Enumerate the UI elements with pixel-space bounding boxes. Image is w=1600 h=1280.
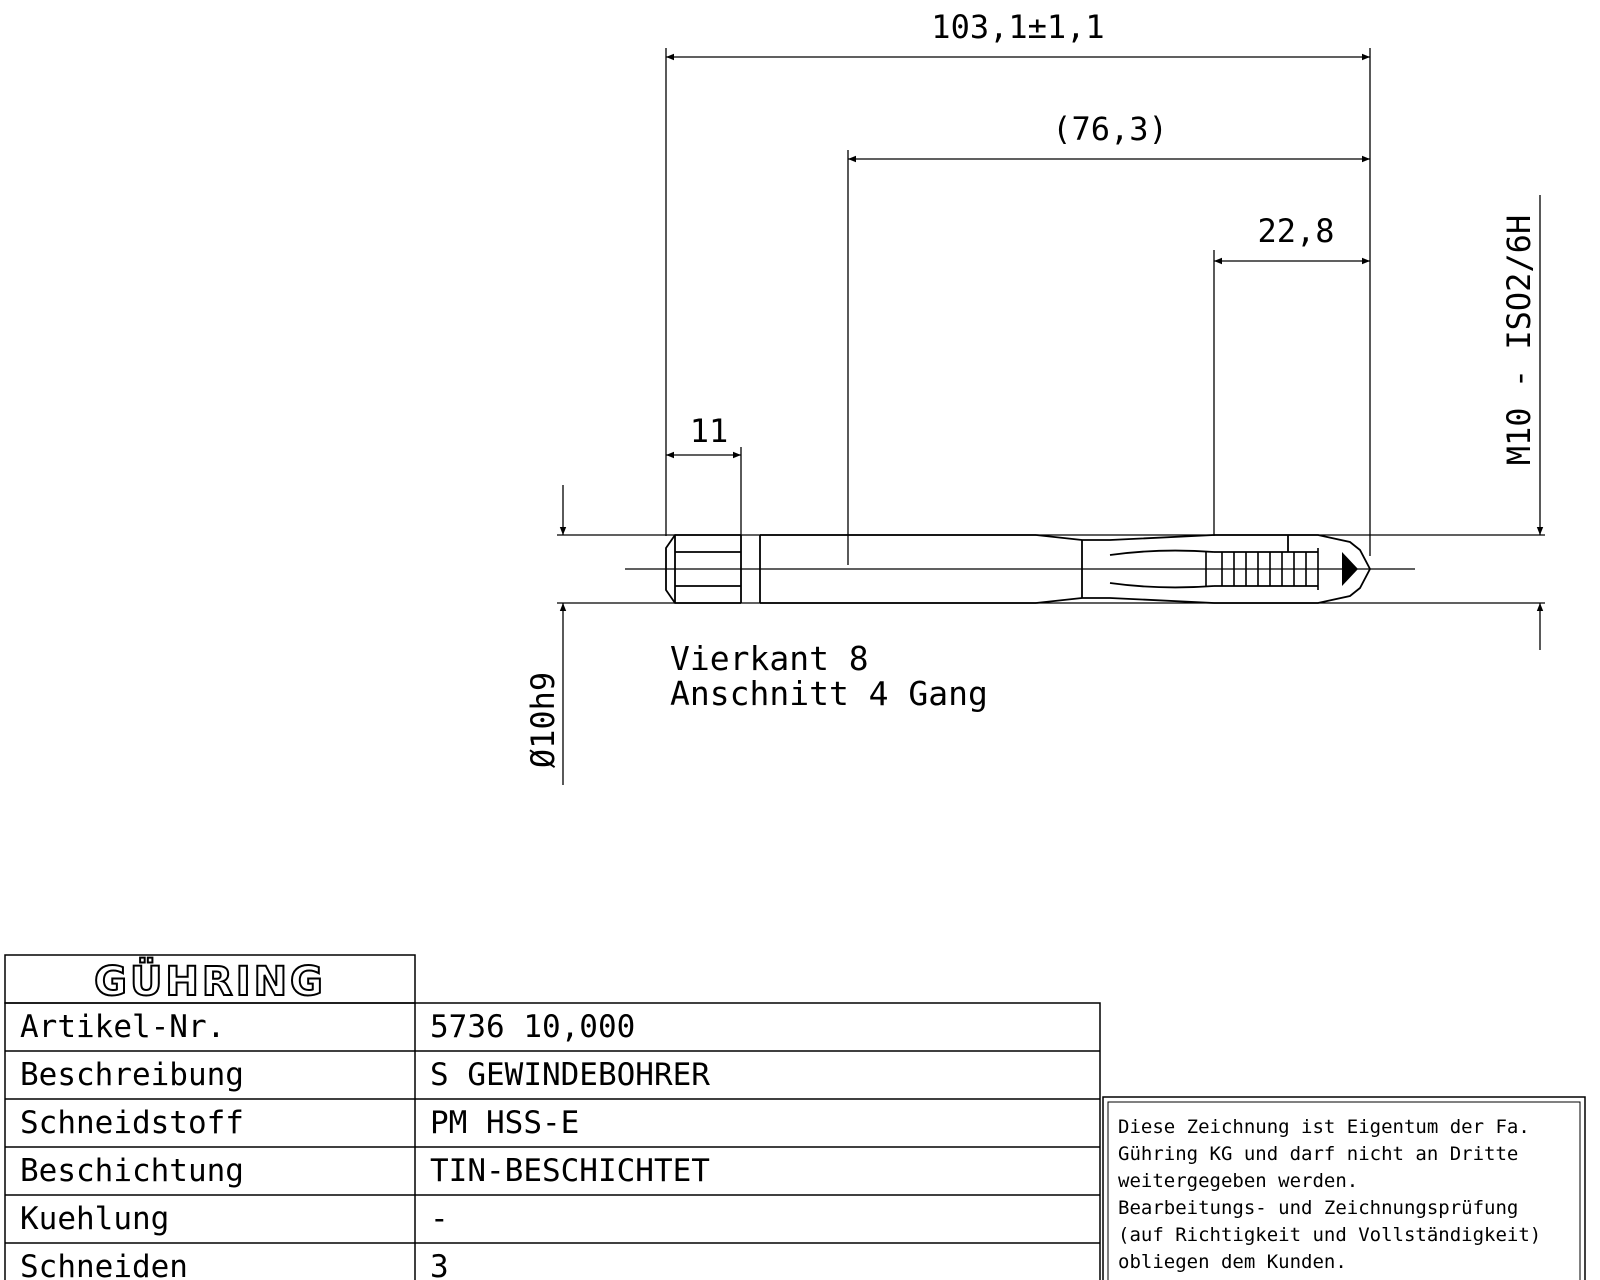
- label-cutting-material: Schneidstoff: [20, 1105, 244, 1141]
- disclaimer-line-1: Diese Zeichnung ist Eigentum der Fa.: [1118, 1116, 1530, 1138]
- disclaimer-line-6: obliegen dem Kunden.: [1118, 1251, 1347, 1273]
- dimension-lines: [559, 53, 1544, 785]
- value-cutting-material: PM HSS-E: [430, 1105, 579, 1141]
- shank-to-tip-label: (76,3): [1052, 110, 1168, 148]
- label-coating: Beschichtung: [20, 1153, 244, 1189]
- note-square: Vierkant 8: [670, 639, 869, 678]
- disclaimer-line-2: Gühring KG und darf nicht an Dritte: [1118, 1143, 1518, 1165]
- label-description: Beschreibung: [20, 1057, 244, 1093]
- disclaimer-line-5: (auf Richtigkeit und Vollständigkeit): [1118, 1224, 1541, 1246]
- value-article-no: 5736 10,000: [430, 1009, 635, 1045]
- note-chamfer: Anschnitt 4 Gang: [670, 674, 988, 713]
- value-coating: TIN-BESCHICHTET: [430, 1153, 710, 1189]
- shank-diameter-label: Ø10h9: [524, 672, 562, 768]
- label-cooling: Kuehlung: [20, 1201, 169, 1237]
- thread-length-label: 22,8: [1257, 212, 1334, 250]
- thread-spec-label: M10 - ISO2/6H: [1500, 215, 1538, 465]
- disclaimer-line-4: Bearbeitungs- und Zeichnungsprüfung: [1118, 1197, 1518, 1219]
- value-flutes: 3: [430, 1249, 449, 1280]
- label-article-no: Artikel-Nr.: [20, 1009, 225, 1045]
- overall-length-label: 103,1±1,1: [931, 8, 1104, 46]
- square-length-label: 11: [690, 412, 729, 450]
- disclaimer-line-3: weitergegeben werden.: [1118, 1170, 1358, 1192]
- disclaimer-box: [1102, 1096, 1586, 1280]
- title-block: [4, 954, 1101, 1280]
- extension-lines: [557, 48, 1545, 604]
- guehring-logo: GÜHRING: [94, 957, 326, 1005]
- value-description: S GEWINDEBOHRER: [430, 1057, 710, 1093]
- tap-outline: [625, 534, 1415, 604]
- thread-hatching: [1205, 548, 1319, 590]
- label-flutes: Schneiden: [20, 1249, 188, 1280]
- value-cooling: -: [430, 1201, 449, 1237]
- tap-point: [1342, 552, 1358, 586]
